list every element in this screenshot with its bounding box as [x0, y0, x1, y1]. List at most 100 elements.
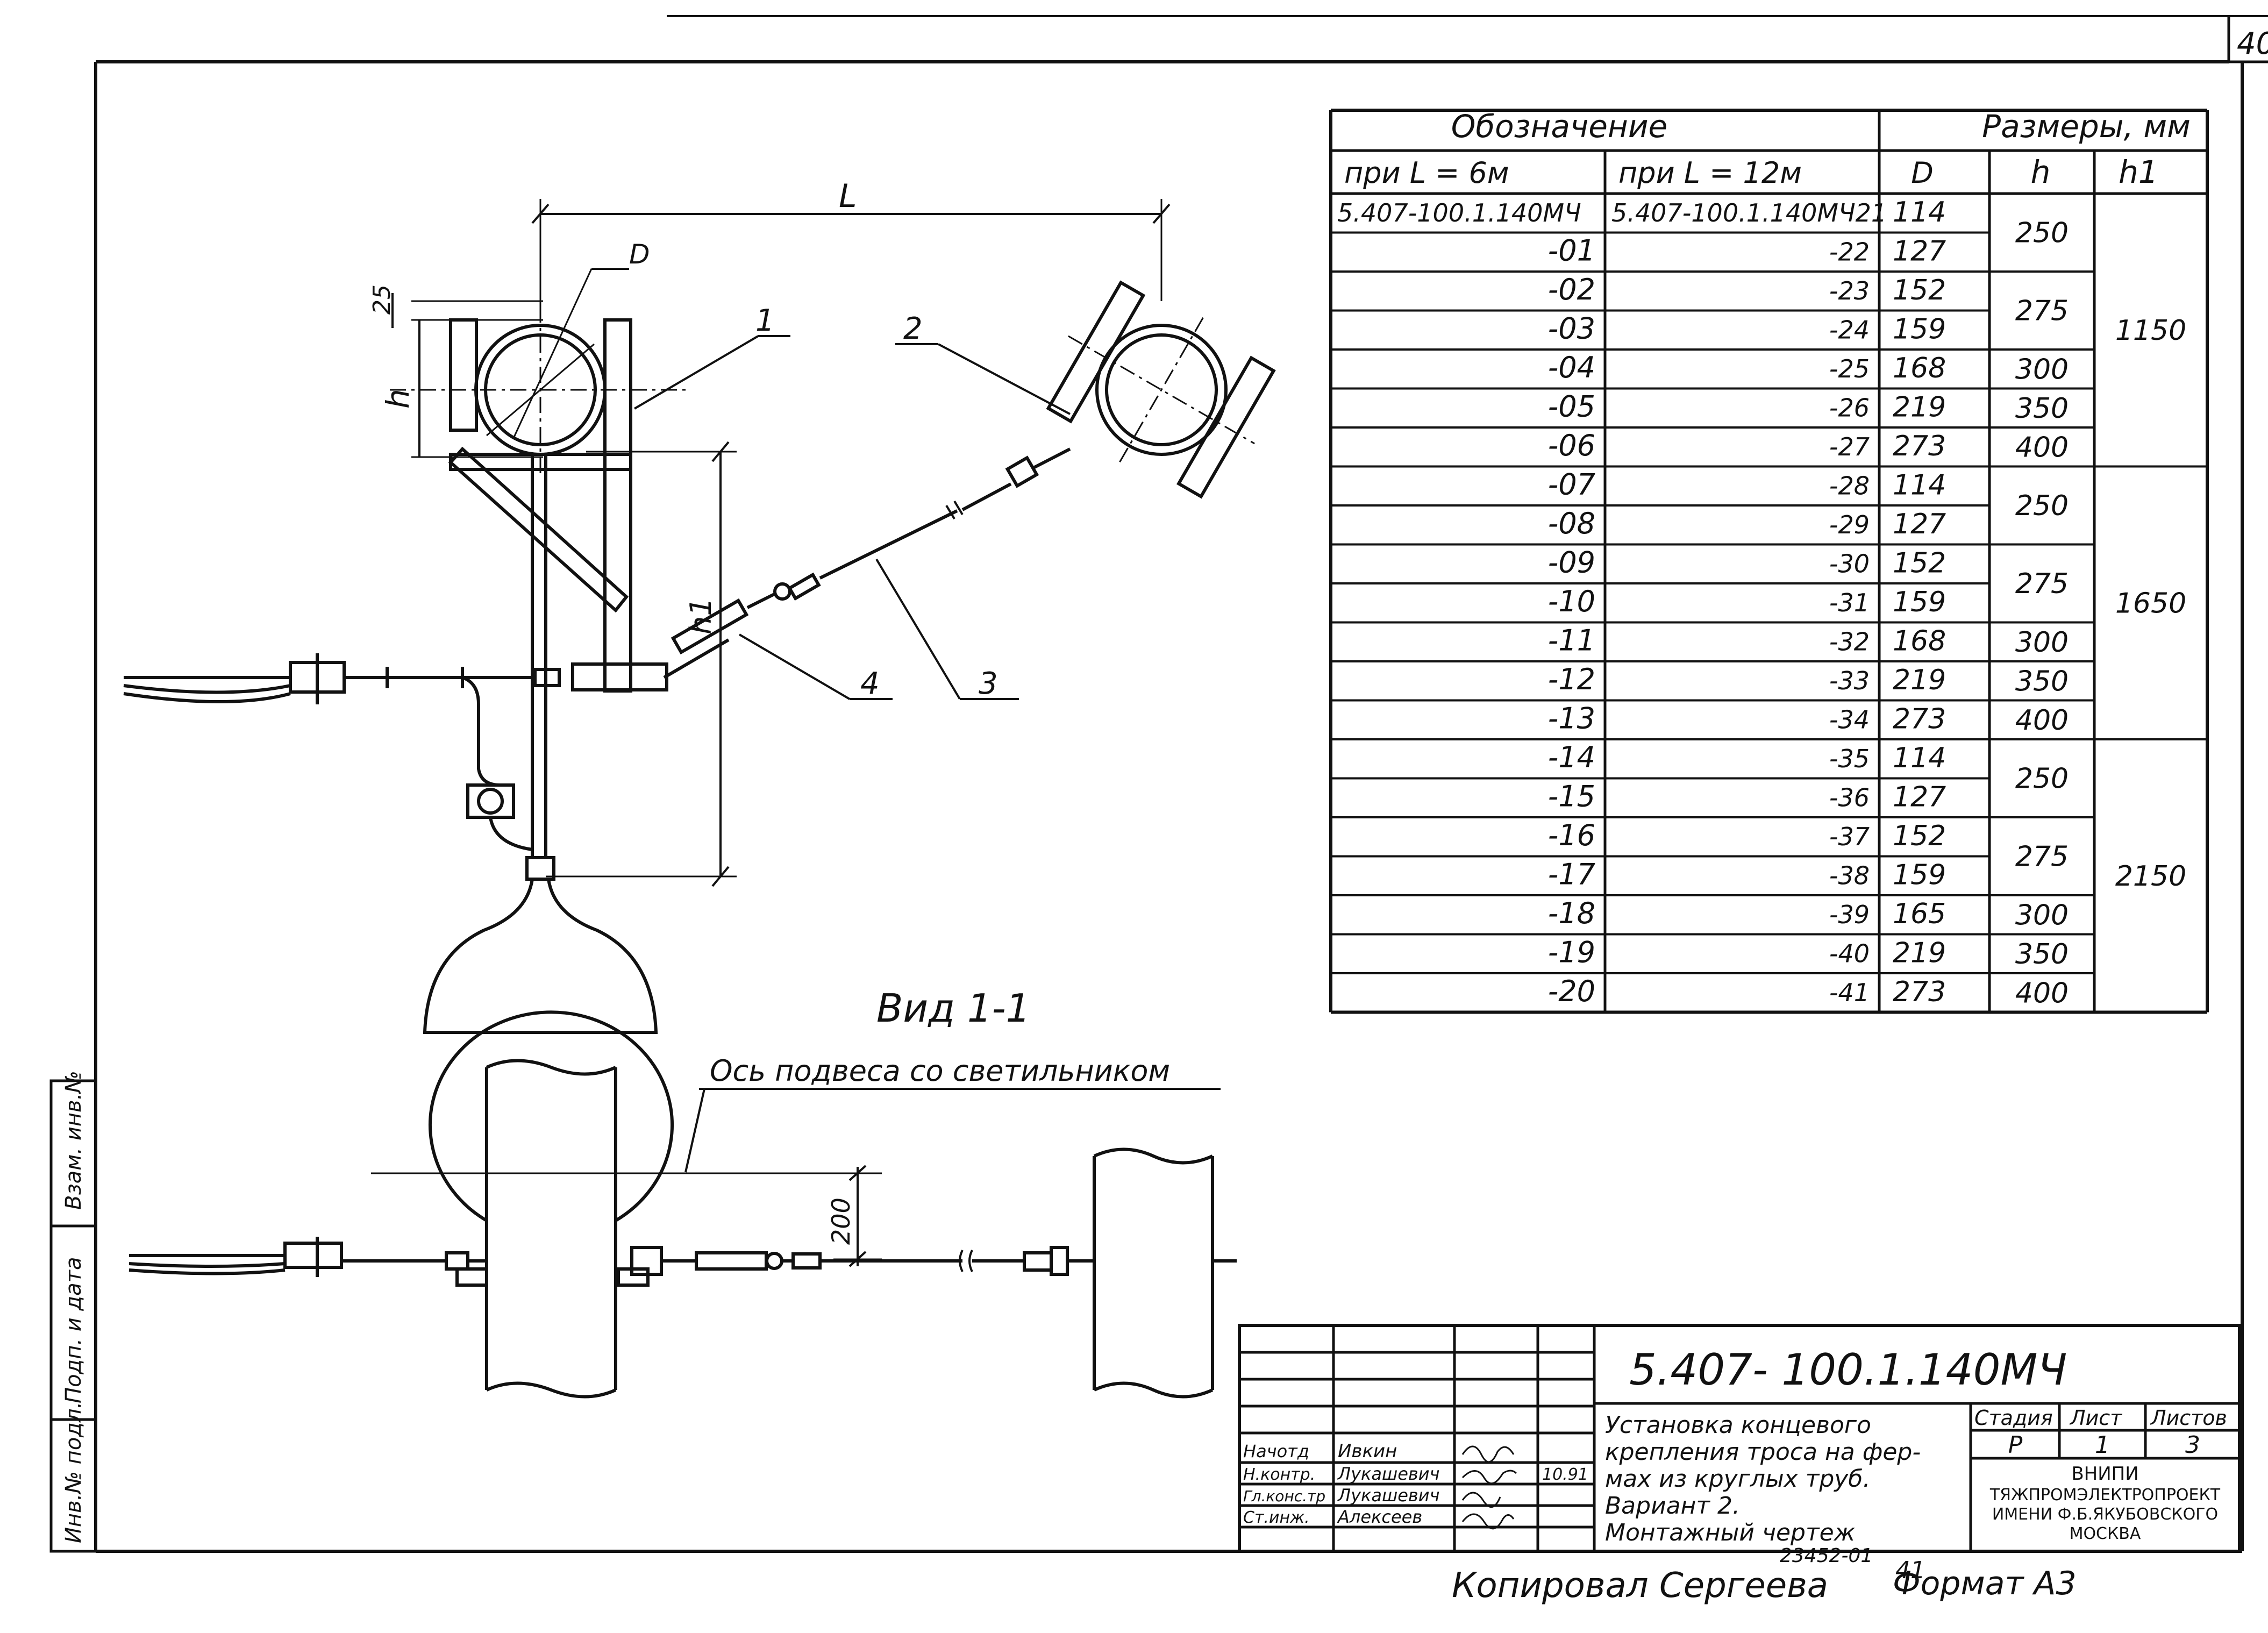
- table-col-l6: при L = 6м: [1344, 156, 1509, 190]
- table-cell-d: 127: [1893, 236, 1946, 268]
- table-cell-l6: -18: [1548, 896, 1595, 930]
- table-cell-l12: -22: [1829, 238, 1870, 267]
- table-cell-l6: -09: [1548, 546, 1595, 580]
- table-col-l12: при L = 12м: [1618, 156, 1802, 190]
- dim-200-label: 200: [826, 1197, 855, 1245]
- table-cell-d: 219: [1893, 937, 1946, 969]
- org-line-3: ИМЕНИ Ф.Б.ЯКУБОВСКОГО: [1992, 1505, 2218, 1524]
- title-line-1: Установка концевого: [1605, 1411, 1871, 1439]
- role-1-name: Ивкин: [1338, 1441, 1397, 1462]
- table-cell-l6: -04: [1548, 351, 1595, 384]
- side-label-replace: Взам. инв.№: [61, 1071, 86, 1210]
- dim-L-label: L: [839, 177, 857, 215]
- stage-label: Стадия: [1974, 1406, 2053, 1430]
- table-cell-l6: -19: [1548, 936, 1595, 969]
- table-cell-d: 114: [1893, 196, 1946, 229]
- sheet-label: Лист: [2069, 1406, 2123, 1430]
- table-cell-l12: -25: [1829, 354, 1870, 383]
- table-cell-l12: -33: [1829, 666, 1870, 695]
- title-line-4: Вариант 2.: [1605, 1492, 1740, 1520]
- table-cell-h: 250: [2015, 490, 2069, 522]
- title-line-3: мах из круглых труб.: [1605, 1465, 1870, 1493]
- table-cell-h: 300: [2015, 626, 2069, 659]
- table-cell-l6: -17: [1548, 858, 1595, 892]
- dim-D-label: D: [629, 239, 650, 270]
- table-cell-l6: -07: [1548, 468, 1595, 502]
- table-cell-l6: -16: [1548, 818, 1595, 852]
- table-cell-l12: -26: [1829, 394, 1870, 423]
- table-cell-h: 275: [2015, 841, 2069, 873]
- table-cell-d: 159: [1893, 313, 1946, 346]
- table-cell-d: 168: [1893, 352, 1946, 384]
- org-line-1: ВНИПИ: [2071, 1463, 2138, 1485]
- table-col-h: h: [2031, 154, 2051, 190]
- table-cell-d: 152: [1893, 274, 1946, 306]
- table-cell-l6: -03: [1548, 312, 1595, 346]
- left-clamp-post-right: [603, 318, 632, 693]
- role-2-name: Лукашевич: [1337, 1464, 1439, 1484]
- role-4: Ст.инж.: [1243, 1508, 1310, 1527]
- table-cell-l12: -27: [1829, 432, 1870, 461]
- table-cell-l6: -12: [1548, 662, 1595, 696]
- footer-archive: 23452-01: [1780, 1545, 1873, 1567]
- tension-turnbuckle: [671, 598, 749, 655]
- table-cell-l12: 5.407-100.1.140МЧ21: [1611, 198, 1887, 227]
- table-cell-d: 127: [1893, 781, 1946, 814]
- org-line-2: ТЯЖПРОМЭЛЕКТРОПРОЕКТ: [1989, 1486, 2221, 1504]
- table-cell-l12: -34: [1829, 705, 1870, 735]
- role-1: Начотд: [1243, 1441, 1309, 1461]
- table-cell-d: 273: [1893, 430, 1946, 462]
- table-cell-h: 350: [2015, 393, 2069, 425]
- table-cell-d: 159: [1893, 859, 1946, 892]
- sheet-value: 1: [2095, 1431, 2110, 1459]
- position-4: 4: [860, 666, 880, 701]
- table-cell-l6: -02: [1548, 273, 1595, 306]
- table-cell-h: 400: [2015, 704, 2069, 737]
- table-cell-d: 168: [1893, 625, 1946, 658]
- view-1-1-drawing: [129, 1010, 1237, 1399]
- table-cell-h1: 2150: [2115, 860, 2186, 893]
- specification-table: Обозначение Размеры, мм при L = 6м при L…: [1329, 108, 2209, 1014]
- table-cell-l6: -10: [1548, 584, 1595, 618]
- view-turnbuckle: [695, 1251, 768, 1271]
- table-cell-d: 114: [1893, 469, 1946, 502]
- table-cell-l12: -28: [1829, 472, 1870, 501]
- role-3-name: Лукашевич: [1337, 1485, 1439, 1506]
- table-cell-d: 273: [1893, 976, 1946, 1008]
- left-clamp-post-left: [449, 318, 478, 432]
- table-cell-d: 114: [1893, 742, 1946, 774]
- table-cell-l12: -31: [1829, 588, 1870, 617]
- table-cell-h: 250: [2015, 763, 2069, 795]
- table-cell-d: 152: [1893, 820, 1946, 852]
- table-cell-h: 350: [2015, 665, 2069, 697]
- table-col-h1: h1: [2119, 154, 2158, 190]
- sheets-value: 3: [2185, 1431, 2200, 1459]
- sheets-label: Листов: [2150, 1406, 2227, 1430]
- table-cell-l12: -36: [1829, 783, 1870, 812]
- table-cell-l12: -30: [1829, 550, 1870, 579]
- view-title: Вид 1-1: [876, 986, 1030, 1031]
- table-cell-h: 250: [2015, 217, 2069, 249]
- stage-value: Р: [2008, 1431, 2023, 1459]
- table-cell-l6: -01: [1548, 234, 1595, 268]
- table-cell-l12: -32: [1829, 627, 1870, 657]
- table-cell-d: 159: [1893, 586, 1946, 618]
- table-cell-l6: -05: [1548, 390, 1595, 424]
- table-cell-h1: 1650: [2115, 587, 2186, 619]
- table-cell-l6: -14: [1548, 740, 1595, 774]
- dim-h-label: h: [380, 389, 416, 409]
- table-cell-h: 275: [2015, 568, 2069, 600]
- table-header-designation: Обозначение: [1451, 108, 1667, 145]
- signatures: [1461, 1445, 1517, 1530]
- approval-date: 10.91: [1542, 1465, 1588, 1484]
- sheet-number: 40: [2237, 26, 2268, 61]
- role-4-name: Алексеев: [1337, 1507, 1422, 1527]
- table-cell-h: 400: [2015, 977, 2069, 1009]
- view-cable-clamp: [283, 1242, 343, 1269]
- table-cell-l6: 5.407-100.1.140МЧ: [1337, 198, 1581, 227]
- table-cell-l6: -11: [1548, 624, 1595, 658]
- table-col-d: D: [1911, 156, 1934, 190]
- title-line-5: Монтажный чертеж: [1605, 1519, 1856, 1546]
- table-cell-d: 165: [1893, 898, 1946, 930]
